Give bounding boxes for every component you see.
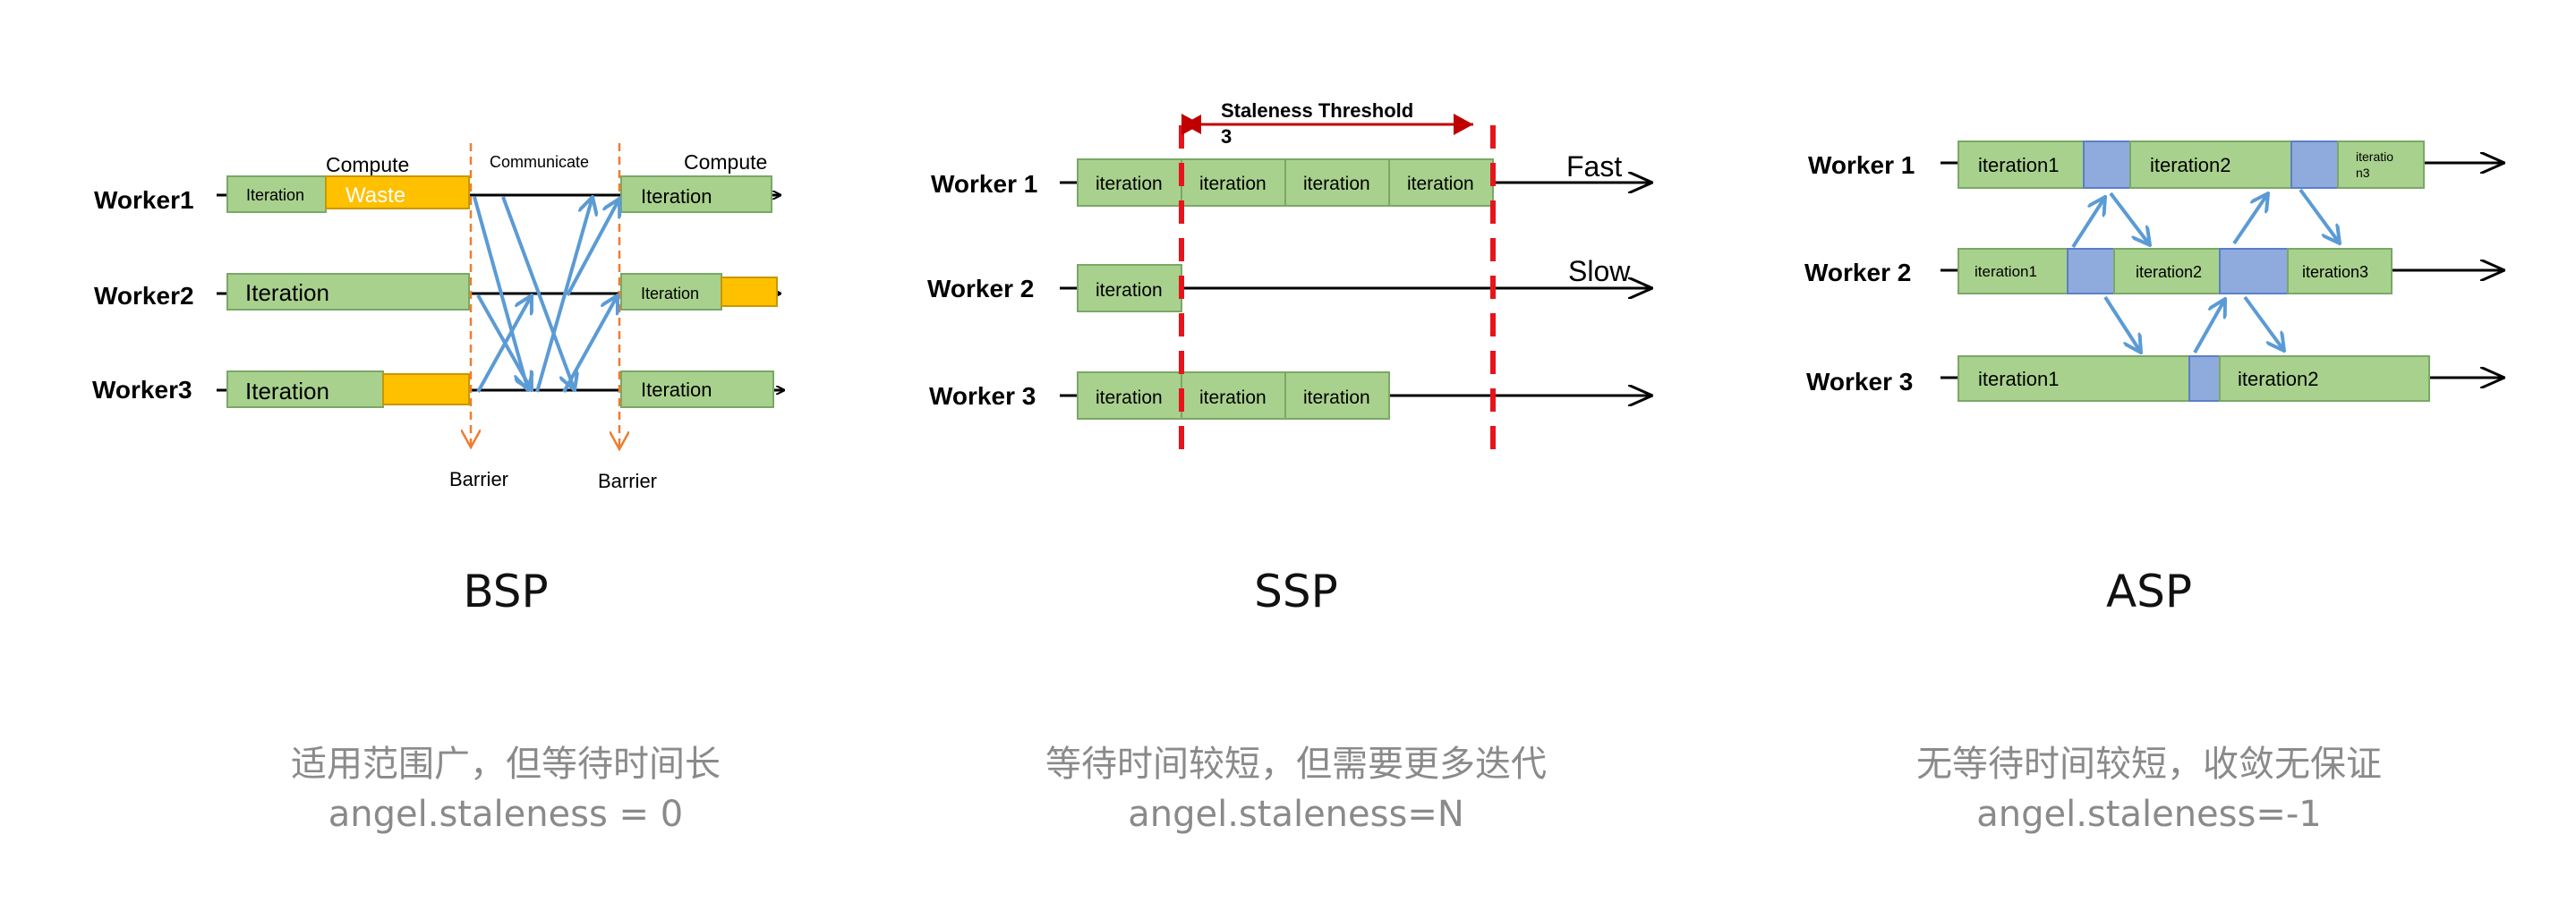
- asp-caption: 无等待时间较短，收敛无保证 angel.staleness=-1: [1746, 739, 2552, 839]
- bsp-worker3-label: Worker3: [92, 376, 192, 404]
- ssp-worker2-label: Worker 2: [927, 275, 1034, 302]
- bsp-waste-label: Waste: [345, 183, 405, 208]
- asp-worker2-label: Worker 2: [1804, 259, 1911, 286]
- ssp-w1-block-1-label: iteration: [1096, 174, 1163, 194]
- bsp-w1-waste-block: [325, 175, 470, 209]
- asp-w2-iteration1-label: iteration1: [1975, 263, 2037, 280]
- bsp-w3-iteration-label: Iteration: [245, 378, 329, 404]
- ssp-threshold-label: Staleness Threshold: [1221, 99, 1413, 122]
- ssp-w2-block-1: [1077, 264, 1182, 312]
- ssp-worker3-label: Worker 3: [929, 382, 1036, 410]
- asp-w1-iteration1-label: iteration1: [1978, 154, 2060, 176]
- ssp-w1-block-4-label: iteration: [1407, 174, 1474, 194]
- asp-w1-iteration3-label-b: n3: [2356, 166, 2370, 180]
- bsp-w3-iteration-block-right: [620, 370, 774, 408]
- bsp-w1-iteration-block-right: [620, 175, 772, 213]
- asp-w2-comm-block-2: [2219, 248, 2289, 294]
- asp-w3-iteration2-block: [2219, 355, 2430, 402]
- bsp-barrier-left-label: Barrier: [449, 468, 508, 490]
- bsp-caption: 适用范围广，但等待时间长 angel.staleness = 0: [103, 739, 908, 839]
- asp-title: ASP: [2105, 566, 2193, 617]
- ssp-worker1-label: Worker 1: [931, 170, 1037, 198]
- bsp-w1-iteration-label: Iteration: [246, 186, 304, 204]
- bsp-compute-right-label: Compute: [684, 150, 767, 174]
- asp-w2-iteration2-label: iteration2: [2136, 263, 2202, 281]
- asp-w2-iteration3-block: [2287, 248, 2393, 294]
- bsp-w2-wait-block: [721, 277, 778, 307]
- bsp-barrier-right-label: Barrier: [598, 470, 657, 492]
- ssp-threshold-value: 3: [1221, 125, 1232, 148]
- asp-communication-arrows: [2071, 188, 2340, 353]
- bsp-w3-iteration-right-label: Iteration: [641, 379, 712, 401]
- asp-w1-iteration3-label-a: iteratio: [2356, 149, 2393, 164]
- bsp-caption-line2: angel.staleness = 0: [328, 794, 684, 835]
- ssp-w1-block-3: [1284, 158, 1390, 207]
- asp-w1-comm-block-2: [2290, 140, 2339, 189]
- bsp-w3-iteration-block: [226, 370, 384, 408]
- asp-w1-comm-block-1: [2083, 140, 2131, 189]
- bsp-w3-wait-block: [382, 373, 470, 405]
- ssp-w1-block-1: [1077, 158, 1182, 207]
- bsp-communication-arrows: [473, 197, 619, 392]
- asp-w3-iteration2-label: iteration2: [2238, 368, 2319, 390]
- ssp-w1-block-4: [1388, 158, 1494, 207]
- asp-worker1-label: Worker 1: [1808, 151, 1915, 179]
- ssp-w3-block-2: [1181, 371, 1286, 420]
- ssp-w3-block-2-label: iteration: [1199, 387, 1267, 408]
- ssp-w3-block-3-label: iteration: [1303, 387, 1370, 408]
- asp-w2-iteration2-block: [2113, 248, 2221, 294]
- asp-w3-iteration1-block: [1958, 355, 2190, 402]
- asp-diagram: Worker 1 Worker 2 Worker 3 iteration1 it…: [1804, 140, 2504, 402]
- ssp-w1-block-2-label: iteration: [1199, 174, 1267, 194]
- bsp-w2-iteration-label: Iteration: [245, 279, 329, 306]
- bsp-w1-iteration-right-label: Iteration: [641, 185, 712, 208]
- bsp-compute-left-label: Compute: [326, 153, 409, 176]
- asp-worker3-label: Worker 3: [1806, 368, 1913, 396]
- ssp-caption-line2: angel.staleness=N: [1128, 794, 1464, 835]
- bsp-w2-iteration-block: [226, 273, 470, 311]
- asp-w1-iteration2-label: iteration2: [2150, 154, 2231, 176]
- asp-w2-iteration3-label: iteration3: [2302, 263, 2368, 281]
- bsp-w2-iteration-block-right: [620, 273, 722, 311]
- ssp-w2-block-1-label: iteration: [1096, 280, 1163, 301]
- ssp-w3-block-3: [1284, 371, 1390, 420]
- asp-caption-line2: angel.staleness=-1: [1976, 794, 2322, 835]
- bsp-worker1-label: Worker1: [94, 186, 194, 214]
- asp-caption-line1: 无等待时间较短，收敛无保证: [1916, 744, 2382, 785]
- bsp-worker2-label: Worker2: [94, 282, 194, 310]
- ssp-slow-label: Slow: [1568, 255, 1631, 287]
- asp-w3-iteration1-label: iteration1: [1978, 368, 2060, 390]
- ssp-diagram: Worker 1 Worker 2 Worker 3 Fast Slow ite…: [927, 99, 1652, 452]
- ssp-threshold-arrowhead-left: [1183, 115, 1201, 134]
- ssp-caption-line1: 等待时间较短，但需要更多迭代: [1045, 744, 1547, 785]
- ssp-w3-block-1-label: iteration: [1096, 387, 1163, 408]
- ssp-fast-label: Fast: [1566, 150, 1622, 183]
- ssp-title: SSP: [1254, 566, 1338, 617]
- asp-w2-comm-block-1: [2067, 248, 2115, 294]
- bsp-communicate-label: Communicate: [490, 153, 589, 171]
- bsp-caption-line1: 适用范围广，但等待时间长: [291, 744, 721, 785]
- asp-w1-iteration3-block: [2337, 140, 2425, 189]
- ssp-w1-block-3-label: iteration: [1303, 174, 1370, 194]
- bsp-title: BSP: [463, 566, 549, 617]
- ssp-w1-block-2: [1181, 158, 1286, 207]
- ssp-caption: 等待时间较短，但需要更多迭代 angel.staleness=N: [893, 739, 1699, 839]
- bsp-w2-iteration-right-label: Iteration: [641, 285, 699, 302]
- asp-w3-comm-block: [2188, 355, 2221, 402]
- bsp-diagram: Worker1 Worker2 Worker3 Compute Communic…: [92, 143, 784, 492]
